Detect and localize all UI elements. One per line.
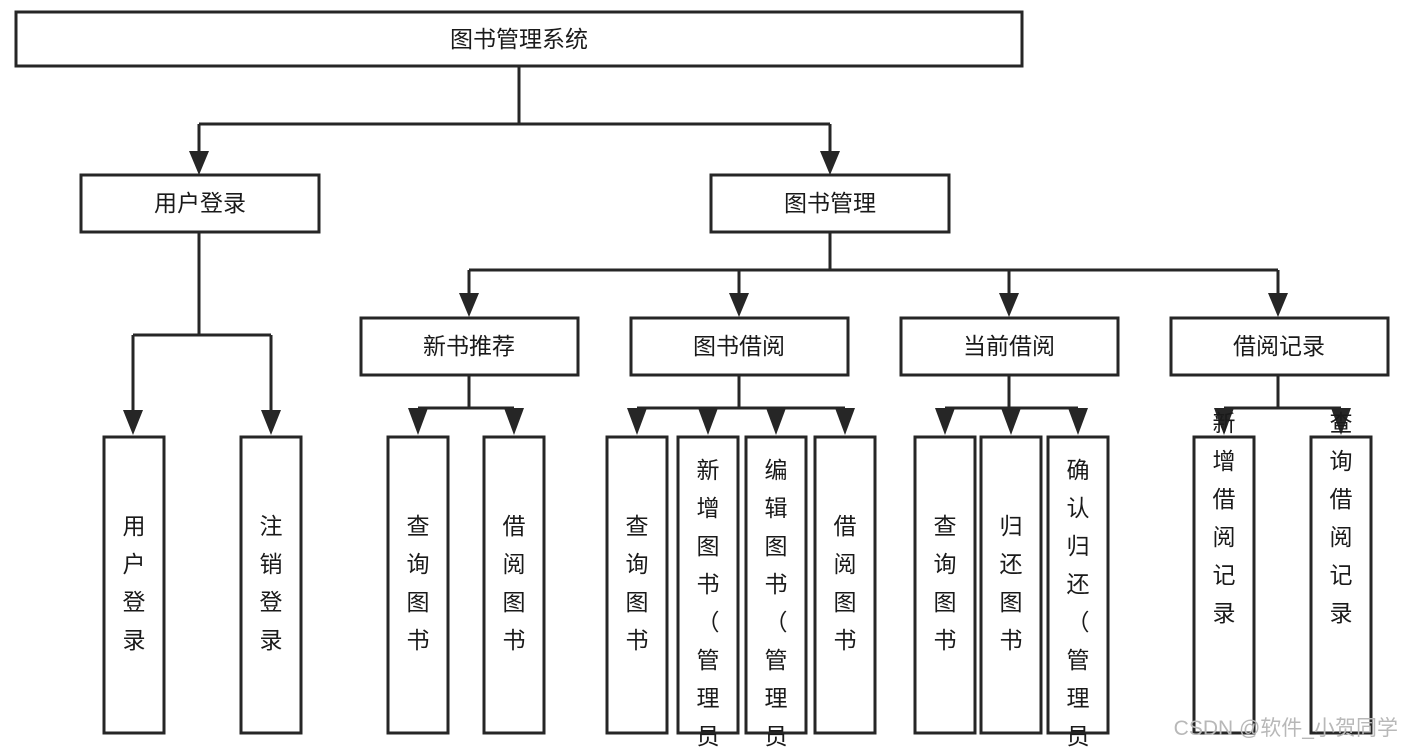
connector-group-new-book: [408, 375, 524, 435]
leaf-book-borrow-2-box[interactable]: [676, 435, 740, 735]
arrow-leaf-nb-2: [504, 408, 524, 435]
node-new-book-recommend-label: 新书推荐: [423, 333, 515, 359]
arrow-to-user-login: [189, 151, 209, 175]
node-book-borrow-label: 图书借阅: [693, 333, 785, 359]
arrow-leaf-bb-1: [627, 408, 647, 435]
node-book-borrow[interactable]: 图书借阅: [629, 316, 850, 377]
arrow-to-borrow-records: [1268, 293, 1288, 317]
arrow-leaf-cb-3: [1068, 408, 1088, 435]
node-book-management[interactable]: 图书管理: [709, 173, 951, 234]
leaf-current-borrow-1-label: 查询图书: [934, 513, 957, 653]
leaf-borrow-records-2-label: 查询借阅记录: [1330, 410, 1353, 626]
node-user-login-label: 用户登录: [154, 190, 246, 216]
leaf-new-book-2-box[interactable]: [482, 435, 546, 735]
node-root-system-label: 图书管理系统: [450, 26, 588, 52]
leaf-current-borrow-2-box[interactable]: [979, 435, 1043, 735]
leaf-book-borrow-4-box[interactable]: [813, 435, 877, 735]
arrow-leaf-bb-4: [835, 408, 855, 435]
node-borrow-records[interactable]: 借阅记录: [1169, 316, 1390, 377]
leaf-book-borrow-3-label: 编辑图书（管理员）: [765, 457, 788, 747]
leaf-user-login-1-box[interactable]: [102, 435, 166, 735]
leaf-borrow-records-1-label: 新增借阅记录: [1213, 410, 1236, 626]
node-user-login[interactable]: 用户登录: [79, 173, 321, 234]
node-new-book-recommend[interactable]: 新书推荐: [359, 316, 580, 377]
node-new-book-recommend-box[interactable]: [359, 316, 580, 377]
arrow-to-book-mgmt: [820, 151, 840, 175]
node-borrow-records-box[interactable]: [1169, 316, 1390, 377]
arrow-leaf-user-login-1: [123, 410, 143, 435]
leaf-book-borrow-2-label: 新增图书（管理员）: [697, 457, 720, 747]
connector-group-book-mgmt: [459, 232, 1288, 317]
arrow-leaf-nb-1: [408, 408, 428, 435]
arrow-to-current-borrow: [999, 293, 1019, 317]
node-root-system-box[interactable]: [14, 10, 1024, 68]
leaf-new-book-2-label: 借阅图书: [503, 513, 526, 653]
leaf-book-borrow-1[interactable]: 查询图书: [605, 435, 669, 735]
leaf-new-book-2[interactable]: 借阅图书: [482, 435, 546, 735]
leaf-user-login-2-box[interactable]: [239, 435, 303, 735]
node-current-borrow-label: 当前借阅: [963, 333, 1055, 359]
leaf-book-borrow-3[interactable]: 编辑图书（管理员）: [744, 435, 808, 747]
leaf-borrow-records-2[interactable]: 查询借阅记录: [1309, 410, 1373, 735]
leaf-current-borrow-3-box[interactable]: [1046, 435, 1110, 735]
arrow-to-new-book: [459, 293, 479, 317]
leaf-user-login-2[interactable]: 注销登录: [239, 435, 303, 735]
leaf-new-book-1-label: 查询图书: [407, 513, 430, 653]
leaf-user-login-1-label: 用户登录: [123, 513, 146, 653]
node-book-management-box[interactable]: [709, 173, 951, 234]
leaf-current-borrow-2[interactable]: 归还图书: [979, 435, 1043, 735]
leaf-user-login-1[interactable]: 用户登录: [102, 435, 166, 735]
connector-group-root: [189, 66, 840, 175]
watermark-label: CSDN @软件_小贺同学: [1174, 717, 1398, 740]
leaf-borrow-records-2-box[interactable]: [1309, 435, 1373, 735]
leaf-book-borrow-3-box[interactable]: [744, 435, 808, 735]
node-borrow-records-label: 借阅记录: [1233, 333, 1325, 359]
leaf-user-login-2-label: 注销登录: [260, 513, 283, 653]
node-book-management-label: 图书管理: [784, 190, 876, 216]
arrow-leaf-br-1: [1214, 408, 1234, 435]
arrow-leaf-bb-3: [766, 408, 786, 435]
arrow-to-book-borrow: [729, 293, 749, 317]
connector-group-user-login: [123, 232, 281, 435]
leaf-current-borrow-1-box[interactable]: [913, 435, 977, 735]
leaf-book-borrow-2[interactable]: 新增图书（管理员）: [676, 435, 740, 747]
node-root-system[interactable]: 图书管理系统: [14, 10, 1024, 68]
arrow-leaf-cb-2: [1001, 408, 1021, 435]
leaf-new-book-1-box[interactable]: [386, 435, 450, 735]
leaf-book-borrow-4[interactable]: 借阅图书: [813, 435, 877, 735]
arrow-leaf-user-login-2: [261, 410, 281, 435]
leaf-current-borrow-1[interactable]: 查询图书: [913, 435, 977, 735]
node-book-borrow-box[interactable]: [629, 316, 850, 377]
connector-group-current-borrow: [935, 375, 1088, 435]
arrow-leaf-br-2: [1331, 408, 1351, 435]
leaf-current-borrow-3-label: 确认归还（管理员）: [1067, 457, 1090, 747]
node-current-borrow[interactable]: 当前借阅: [899, 316, 1120, 377]
leaf-book-borrow-1-box[interactable]: [605, 435, 669, 735]
leaf-current-borrow-3[interactable]: 确认归还（管理员）: [1046, 435, 1110, 747]
node-user-login-box[interactable]: [79, 173, 321, 234]
leaf-borrow-records-1[interactable]: 新增借阅记录: [1192, 410, 1256, 735]
arrow-leaf-bb-2: [698, 408, 718, 435]
node-current-borrow-box[interactable]: [899, 316, 1120, 377]
leaf-book-borrow-1-label: 查询图书: [626, 513, 649, 653]
connector-group-borrow-records: [1214, 375, 1351, 435]
arrow-leaf-cb-1: [935, 408, 955, 435]
leaf-borrow-records-1-box[interactable]: [1192, 435, 1256, 735]
leaf-new-book-1[interactable]: 查询图书: [386, 435, 450, 735]
connector-group-book-borrow: [627, 375, 855, 435]
leaf-current-borrow-2-label: 归还图书: [1000, 513, 1023, 653]
leaf-book-borrow-4-label: 借阅图书: [834, 513, 857, 653]
